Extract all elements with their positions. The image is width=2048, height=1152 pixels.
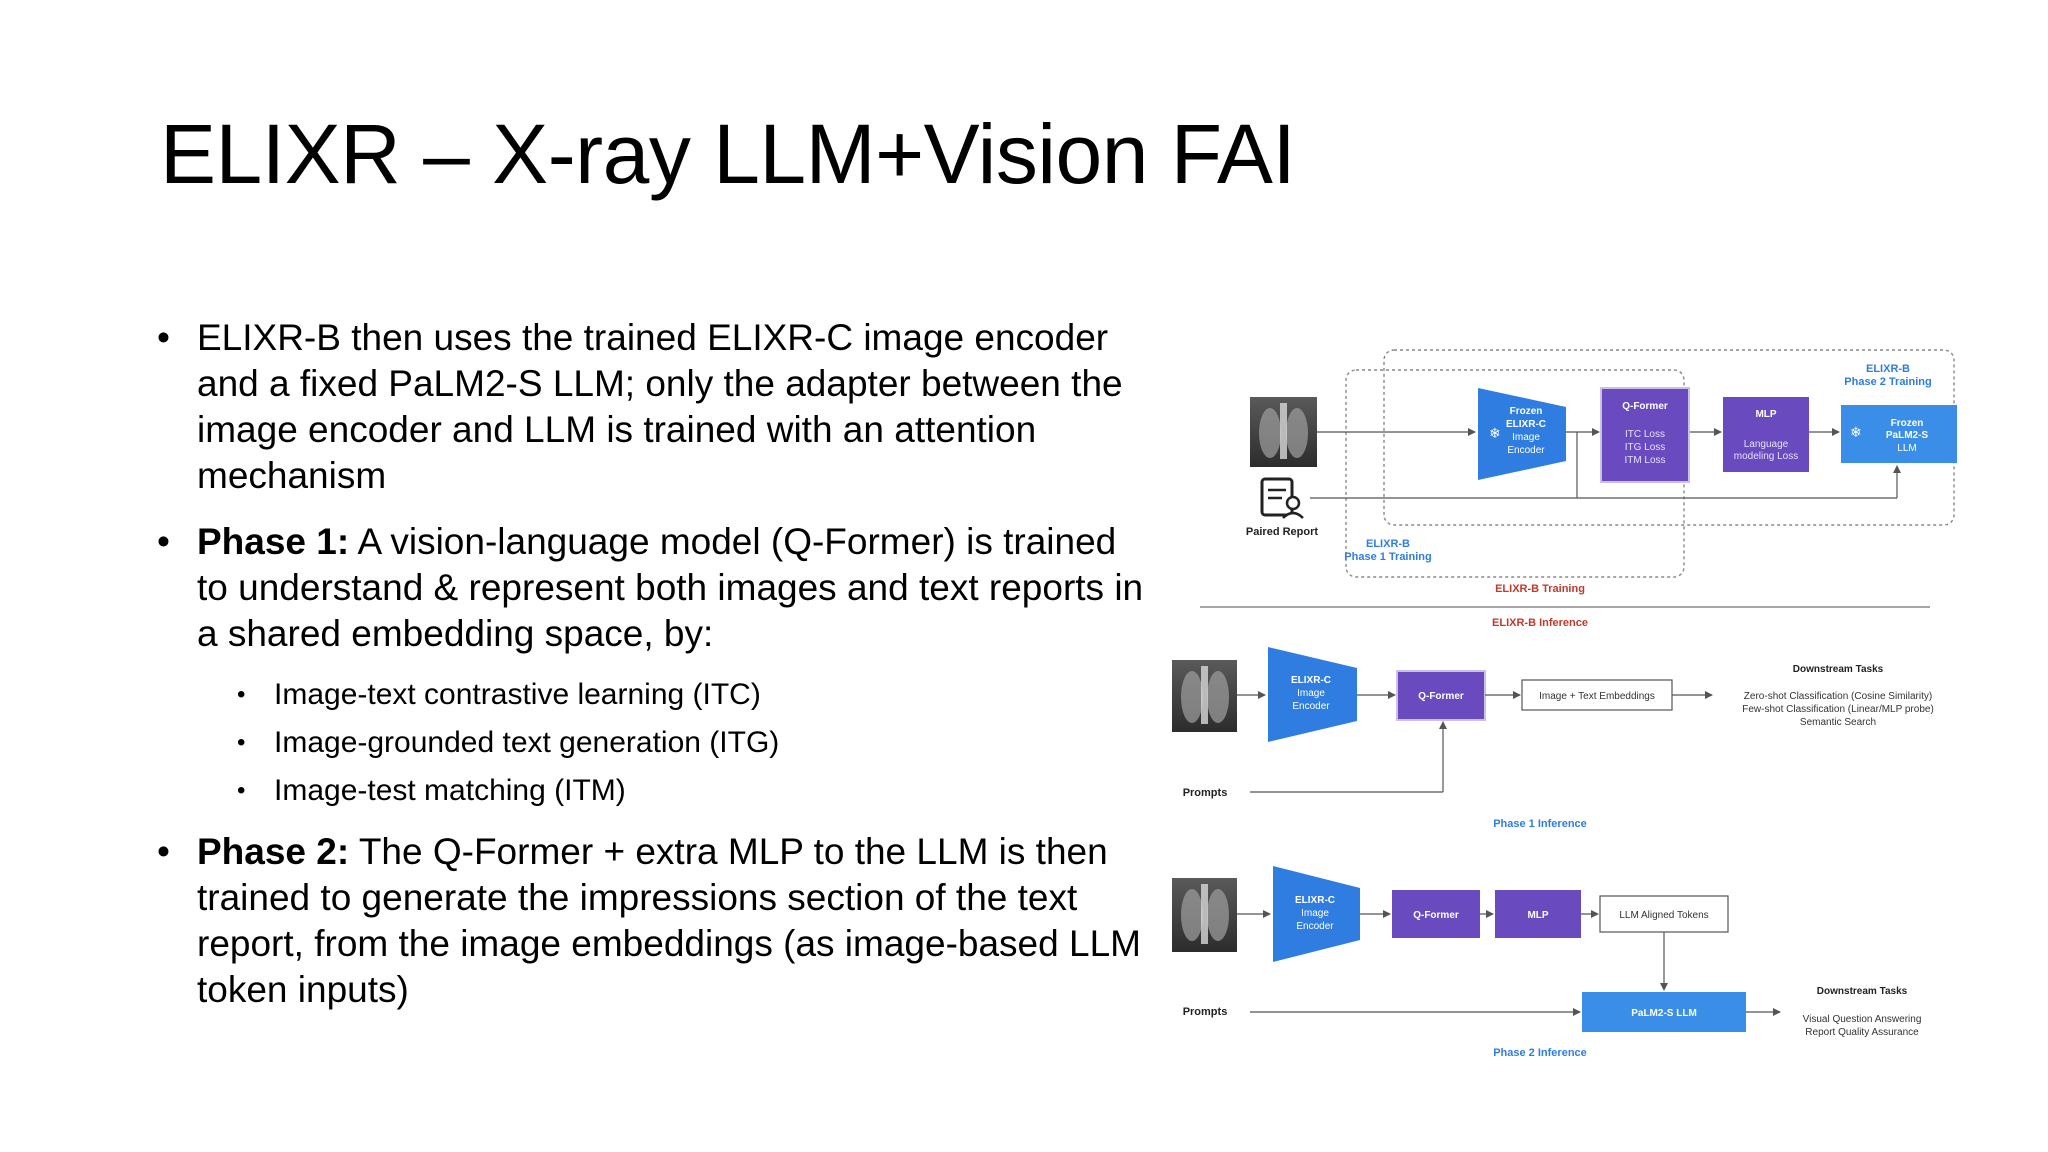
bullet-list: • ELIXR-B then uses the trained ELIXR-C …: [155, 315, 1155, 1033]
svg-text:PaLM2-S LLM: PaLM2-S LLM: [1631, 1008, 1697, 1019]
svg-text:Encoder: Encoder: [1507, 445, 1545, 456]
frozen-elixr-c-encoder: Frozen ELIXR-C Image Encoder: [1478, 388, 1566, 480]
embeddings-box: Image + Text Embeddings: [1521, 679, 1673, 711]
svg-text:Image + Text Embeddings: Image + Text Embeddings: [1539, 691, 1655, 702]
xray-image-training: [1250, 397, 1317, 467]
phase2-training-label: Phase 2 Training: [1844, 376, 1931, 388]
svg-text:modeling Loss: modeling Loss: [1734, 451, 1798, 462]
phase1-training-label: ELIXR-B: [1366, 538, 1410, 550]
downstream-task: Report Quality Assurance: [1805, 1027, 1919, 1038]
svg-text:ITC Loss: ITC Loss: [1625, 429, 1665, 440]
svg-text:ITM Loss: ITM Loss: [1624, 455, 1665, 466]
palm2-llm-box: PaLM2-S LLM: [1582, 992, 1746, 1032]
bullet-dot: •: [157, 831, 170, 872]
svg-text:MLP: MLP: [1527, 910, 1548, 921]
elixr-architecture-diagram: Paired Report Frozen ELIXR-C Image Encod…: [1172, 349, 1957, 1059]
phase2-training-label: ELIXR-B: [1866, 363, 1910, 375]
phase2-inference-label: Phase 2 Inference: [1493, 1047, 1587, 1059]
bullet-elixr-b: • ELIXR-B then uses the trained ELIXR-C …: [155, 315, 1155, 499]
svg-text:Q-Former: Q-Former: [1622, 401, 1668, 412]
bullet-dot: •: [157, 521, 170, 562]
svg-text:Encoder: Encoder: [1296, 921, 1334, 932]
bullet-dot: •: [237, 729, 246, 756]
svg-text:Image: Image: [1301, 908, 1329, 919]
prompts-label: Prompts: [1183, 1006, 1228, 1018]
svg-text:Q-Former: Q-Former: [1418, 691, 1464, 702]
paired-report-label: Paired Report: [1246, 526, 1318, 538]
phase1-inference-label: Phase 1 Inference: [1493, 818, 1587, 830]
llm-aligned-tokens-box: LLM Aligned Tokens: [1599, 895, 1729, 933]
svg-text:ELIXR-C: ELIXR-C: [1295, 895, 1335, 906]
svg-text:Frozen: Frozen: [1891, 418, 1924, 429]
svg-text:ITG Loss: ITG Loss: [1625, 442, 1666, 453]
downstream-task: Semantic Search: [1800, 717, 1876, 728]
bullet-text: The Q-Former + extra MLP to the LLM is t…: [197, 831, 1141, 1010]
prompts-label: Prompts: [1183, 787, 1228, 799]
svg-text:Image: Image: [1297, 688, 1325, 699]
document-person-icon: [1260, 477, 1304, 519]
svg-text:ELIXR-C: ELIXR-C: [1506, 419, 1546, 430]
mlp-training-box: MLP Language modeling Loss: [1723, 397, 1809, 472]
sub-bullet-itg: • Image-grounded text generation (ITG): [155, 719, 1155, 767]
elixr-c-encoder-phase1: ELIXR-C Image Encoder: [1268, 647, 1357, 742]
snowflake-icon: ❄: [1489, 425, 1501, 441]
elixr-b-inference-label: ELIXR-B Inference: [1492, 617, 1588, 629]
snowflake-icon: ❄: [1850, 424, 1862, 440]
svg-text:LLM: LLM: [1897, 443, 1916, 454]
downstream-task: Visual Question Answering: [1803, 1014, 1922, 1025]
svg-text:MLP: MLP: [1755, 409, 1776, 420]
svg-text:Frozen: Frozen: [1510, 406, 1543, 417]
svg-text:LLM Aligned Tokens: LLM Aligned Tokens: [1619, 910, 1708, 921]
sub-bullet-itm: • Image-test matching (ITM): [155, 767, 1155, 815]
bullet-phase-1: • Phase 1: A vision-language model (Q-Fo…: [155, 519, 1155, 657]
phase1-training-label: Phase 1 Training: [1344, 551, 1431, 563]
downstream-tasks-title: Downstream Tasks: [1817, 986, 1908, 997]
svg-text:Language: Language: [1744, 439, 1789, 450]
bullet-dot: •: [237, 681, 246, 708]
sub-bullet-text: Image-text contrastive learning (ITC): [274, 678, 761, 711]
sub-bullet-text: Image-test matching (ITM): [274, 774, 626, 807]
qformer-phase1-box: Q-Former: [1396, 670, 1486, 721]
bullet-dot: •: [157, 317, 170, 358]
mlp-phase2-box: MLP: [1495, 890, 1581, 938]
svg-text:Encoder: Encoder: [1292, 701, 1330, 712]
qformer-phase2-box: Q-Former: [1392, 890, 1480, 938]
bullet-text: A vision-language model (Q-Former) is tr…: [197, 521, 1144, 654]
svg-text:ELIXR-C: ELIXR-C: [1291, 675, 1331, 686]
svg-text:PaLM2-S: PaLM2-S: [1886, 430, 1929, 441]
sub-bullet-itc: • Image-text contrastive learning (ITC): [155, 671, 1155, 719]
downstream-task: Few-shot Classification (Linear/MLP prob…: [1742, 704, 1934, 715]
downstream-task: Zero-shot Classification (Cosine Similar…: [1744, 691, 1932, 702]
svg-text:Q-Former: Q-Former: [1413, 910, 1459, 921]
xray-image-phase1: [1172, 660, 1237, 732]
bullet-phase-2: • Phase 2: The Q-Former + extra MLP to t…: [155, 829, 1155, 1013]
sub-bullet-text: Image-grounded text generation (ITG): [274, 726, 780, 759]
sub-bullet-list: • Image-text contrastive learning (ITC) •…: [155, 671, 1155, 815]
downstream-tasks-title: Downstream Tasks: [1793, 664, 1884, 675]
elixr-b-training-label: ELIXR-B Training: [1495, 583, 1585, 595]
frozen-palm2-llm-box: Frozen PaLM2-S LLM: [1841, 405, 1957, 463]
bullet-bold-label: Phase 1:: [197, 521, 350, 562]
bullet-text: ELIXR-B then uses the trained ELIXR-C im…: [197, 317, 1123, 496]
slide-title: ELIXR – X-ray LLM+Vision FAI: [160, 107, 1296, 201]
svg-text:Image: Image: [1512, 432, 1540, 443]
elixr-c-encoder-phase2: ELIXR-C Image Encoder: [1273, 866, 1360, 962]
xray-image-phase2: [1172, 878, 1237, 952]
bullet-dot: •: [237, 777, 246, 804]
bullet-bold-label: Phase 2:: [197, 831, 350, 872]
qformer-training-box: Q-Former ITC Loss ITG Loss ITM Loss: [1600, 387, 1690, 483]
